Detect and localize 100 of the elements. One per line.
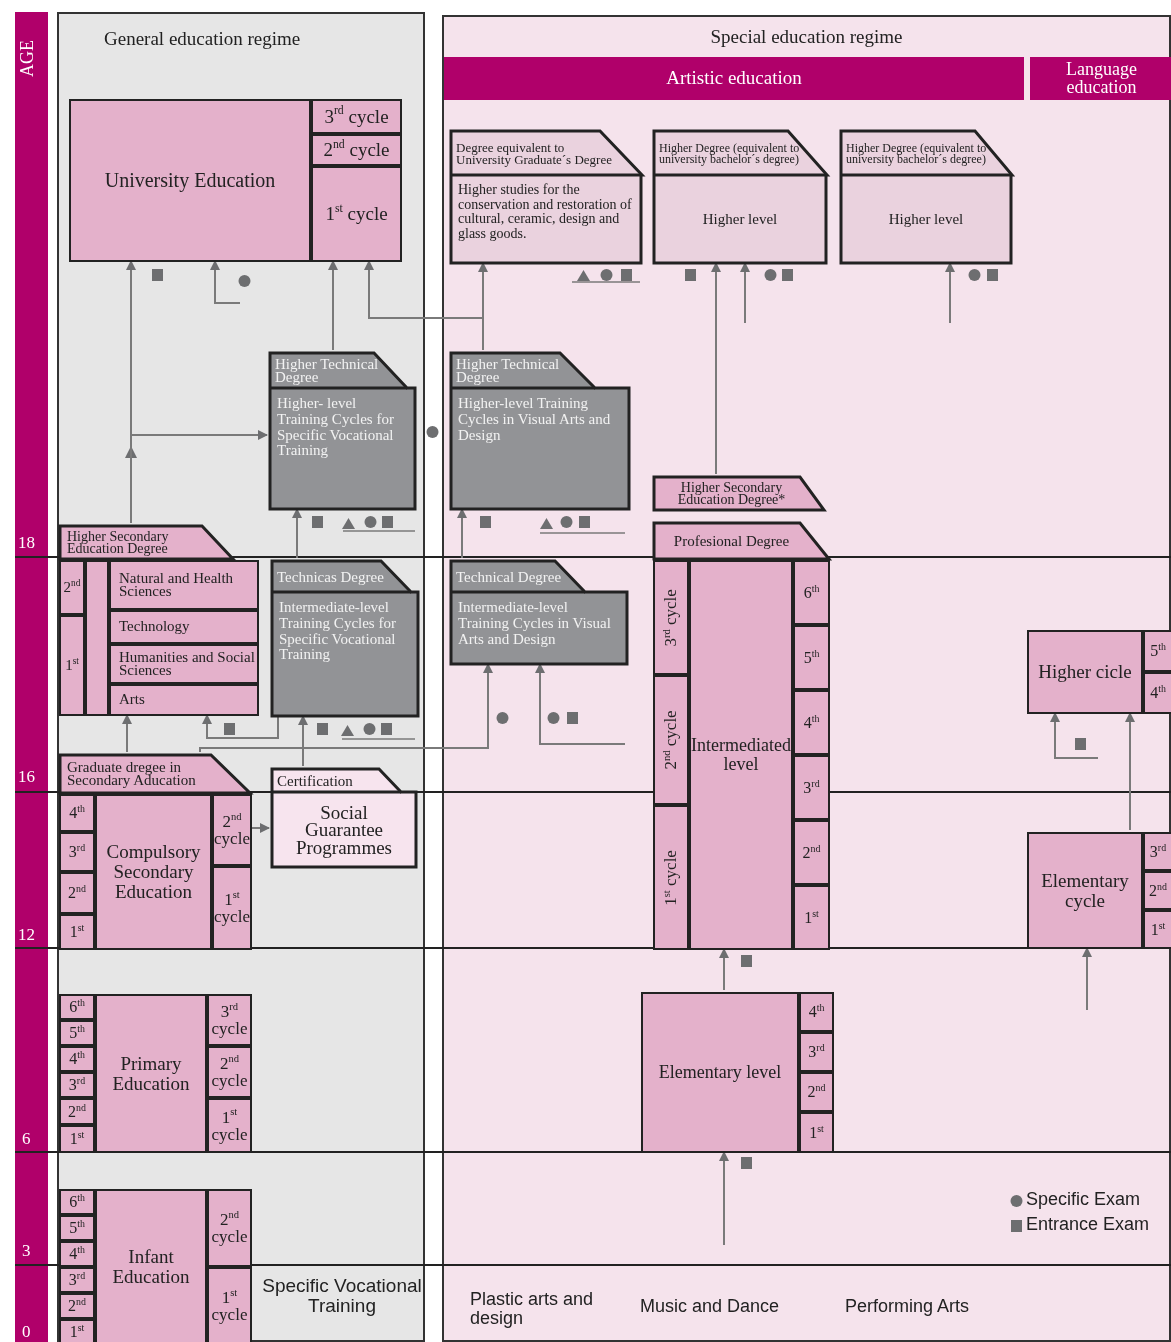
degree-tab: [653, 476, 825, 511]
folder-text: Higher level: [887, 209, 965, 229]
programme-box: [109, 684, 259, 716]
box-text: 6$^{th}$: [803, 584, 820, 601]
arrow: [1050, 712, 1099, 759]
programme-box: [207, 1267, 252, 1342]
box-text: 2$^{nd}$: [68, 1298, 86, 1314]
box-text: 1$^{st}$: [804, 909, 819, 926]
box-text: 4$^{th}$: [69, 805, 85, 821]
programme-box: [59, 1125, 95, 1153]
degree-folder: [450, 352, 630, 510]
programme-box: [59, 1215, 95, 1241]
programme-box: [85, 560, 109, 716]
folder-text: Higher-level Training Cycles in Visual Arts and Design: [458, 396, 612, 444]
column-heading: Performing Arts: [845, 1297, 971, 1316]
box-text: 3$^{rd}$: [808, 1044, 825, 1060]
degree-folder: [840, 130, 1012, 264]
programme-box: [212, 794, 252, 866]
category-banner: [444, 57, 1024, 100]
box-text: Higher cicle: [1038, 662, 1132, 682]
box-text: 1$^{st}$ cycle: [214, 891, 250, 925]
age-label: 6: [22, 1130, 31, 1148]
panel-title: General education regime: [104, 29, 301, 49]
box-text: 4$^{th}$: [1150, 685, 1166, 701]
arrow: [210, 260, 241, 304]
box-text: 3$^{rd}$ cycle: [324, 106, 389, 127]
programme-box: [207, 1189, 252, 1267]
box-text: 1$^{st}$ cycle: [210, 1289, 249, 1323]
box-text: 5$^{th}$: [803, 649, 820, 666]
tab-text: Higher Secondary Education Degree*: [676, 479, 787, 508]
programme-box: [793, 625, 830, 690]
box-text: University Education: [104, 170, 276, 191]
programme-box: [59, 1098, 95, 1125]
arrow: [298, 715, 308, 767]
degree-folder: [269, 352, 416, 510]
arrow: [292, 508, 302, 559]
box-text: Technology: [118, 620, 190, 634]
box-text: 1$^{st}$: [69, 924, 85, 940]
box-text: 1$^{st}$ cycle: [210, 1108, 249, 1143]
programme-box: [95, 1189, 207, 1342]
degree-folder: [271, 560, 419, 717]
programme-box: [799, 1112, 834, 1153]
box-text: Natural and Health Sciences: [118, 571, 235, 599]
programme-box: [1143, 672, 1171, 714]
folder-text: Higher level: [701, 209, 779, 229]
programme-box: [793, 820, 830, 885]
programme-box: [1143, 910, 1171, 949]
programme-box: [793, 885, 830, 950]
programme-box: [799, 992, 834, 1032]
programme-box: [207, 1098, 252, 1153]
box-text: 2$^{nd}$: [68, 885, 86, 901]
programme-box: [1027, 832, 1143, 949]
folder-text: Intermediate-level Training Cycles in Visual Arts and Design: [458, 600, 612, 648]
programme-box: [59, 1046, 95, 1072]
tab-text: Higher Secondary Education Degree: [67, 528, 170, 557]
arrow: [457, 508, 467, 559]
programme-box: [109, 644, 259, 684]
programme-box: [311, 134, 402, 166]
programme-box: [59, 1189, 95, 1215]
column-heading: Plastic arts and design: [470, 1290, 595, 1328]
degree-folder: [271, 768, 417, 868]
box-text: 1$^{st}$: [69, 1324, 85, 1340]
tab-text: Graduate dregee in Secondary Aducation: [67, 758, 197, 790]
legend-text: Specific Exam: [1026, 1190, 1141, 1209]
category-banner: [1030, 57, 1171, 100]
age-label: AGE: [18, 40, 37, 77]
folder-heading: Technical Degree: [456, 567, 563, 587]
regime-panel: [57, 12, 425, 1342]
age-label: 16: [18, 768, 35, 786]
programme-box: [109, 610, 259, 644]
programme-box: [59, 794, 95, 832]
programme-box: [207, 1046, 252, 1098]
box-text: Humanities and Social Sciences: [118, 650, 256, 678]
programme-box: [109, 560, 259, 610]
box-text: 5$^{th}$: [1150, 643, 1166, 659]
programme-box: [311, 166, 402, 262]
box-text: 1$^{st}$ cycle: [325, 204, 388, 224]
box-text: Compulsory Secondary Education: [105, 842, 202, 902]
column-heading: Music and Dance: [640, 1297, 781, 1316]
programme-box: [59, 1267, 95, 1293]
box-text: 2$^{nd}$: [802, 844, 821, 861]
arrow: [535, 663, 626, 745]
box-text: 4$^{th}$: [69, 1246, 85, 1262]
banner-text: Language education: [1065, 61, 1138, 96]
folder-heading: Higher Degree (equivalent to university bachelor´s degree): [846, 140, 988, 168]
regime-panel: [442, 15, 1171, 1342]
box-text: Arts: [118, 693, 145, 707]
box-text: 3$^{rd}$: [68, 1077, 86, 1093]
folder-text: Intermediate-level Training Cycles for Specific Vocational Training: [279, 600, 397, 663]
box-text: 1$^{st}$: [1150, 921, 1166, 938]
box-text: 2$^{nd}$ cycle: [323, 140, 390, 160]
age-label: 12: [18, 926, 35, 944]
arrow: [328, 260, 338, 351]
arrow: [199, 663, 493, 753]
arrow: [202, 714, 279, 739]
box-text: Elementary cycle: [1040, 870, 1130, 911]
programme-box: [59, 560, 85, 615]
programme-box: [1143, 871, 1171, 910]
box-text: 4$^{th}$: [808, 1004, 825, 1020]
box-text: 2$^{nd}$ cycle: [210, 1211, 249, 1245]
